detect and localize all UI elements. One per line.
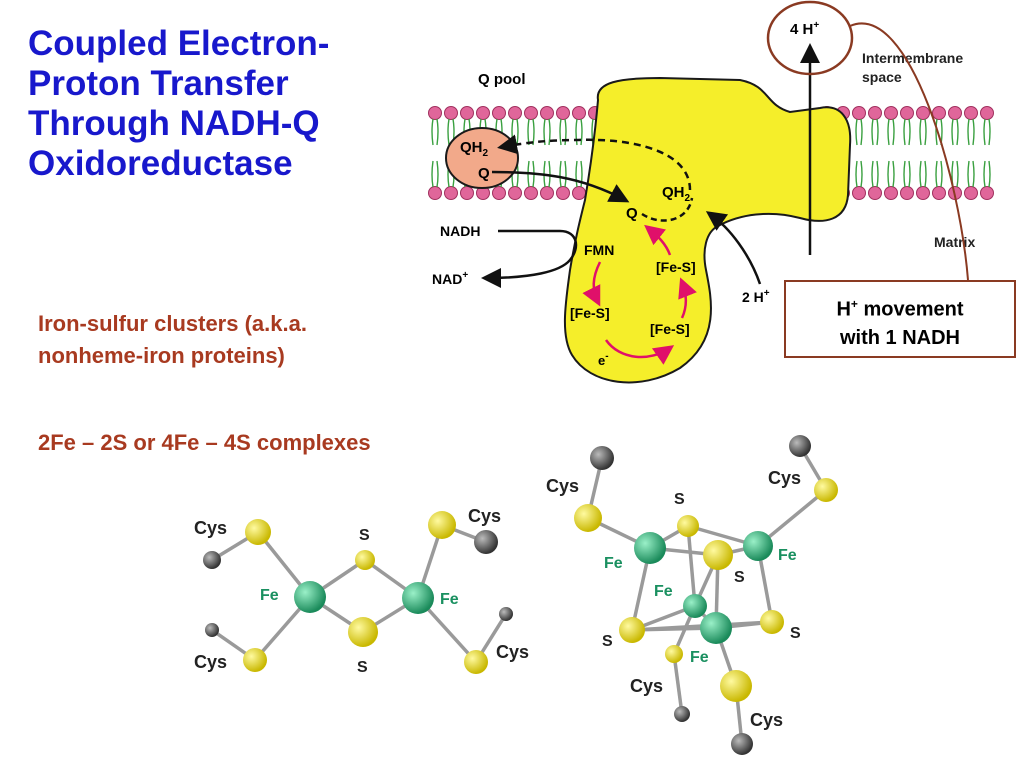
label-cys-top-right: Cys (468, 506, 501, 526)
label-fe-right: Fe (440, 591, 459, 608)
iron-atom-bottom (700, 612, 732, 644)
label-cys-bottom-right: Cys (496, 642, 529, 662)
nad-label: NAD+ (432, 270, 468, 287)
qh2-return-arrow (497, 134, 692, 191)
electron-arrow-fmn (582, 261, 602, 307)
fes-lower-right-label: [Fe-S] (650, 321, 690, 337)
cys-sulfur-top-left (245, 519, 271, 545)
q-pool-molecule-label: Q (478, 165, 490, 182)
sulfur-atom-middle (703, 540, 733, 570)
qh2-pool-label: QH2 (460, 139, 489, 159)
label-fe-bottom: Fe (690, 649, 709, 666)
label-fe-right: Fe (778, 547, 797, 564)
cys-carbon-bottom-left (205, 623, 219, 637)
label-s-middle: S (734, 569, 745, 586)
qh2-site-label: QH2 (662, 184, 691, 204)
cys-carbon-top-left (203, 551, 221, 569)
bridging-sulfur-top (355, 550, 375, 570)
label-cys-bottom-right: Cys (750, 710, 783, 730)
title-line-3: Through NADH-Q (28, 104, 320, 143)
q-pool-label: Q pool (478, 71, 526, 88)
fes-upper-right-label: [Fe-S] (656, 259, 696, 275)
label-fe-left: Fe (604, 555, 623, 572)
label-s-top: S (674, 491, 685, 508)
iron-atom-left (634, 532, 666, 564)
label-s-right: S (790, 625, 801, 642)
cys-sulfur-top-right (814, 478, 838, 502)
complexes-subhead: 2Fe – 2S or 4Fe – 4S complexes (38, 430, 371, 455)
q-site-label: Q (626, 205, 638, 222)
cys-carbon-top-right (789, 435, 811, 457)
fes-lower-left-label: [Fe-S] (570, 305, 610, 321)
slide-title: Coupled Electron- Proton Transfer Throug… (28, 24, 448, 184)
label-cys-bottom-left: Cys (630, 676, 663, 696)
label-s-left: S (602, 633, 613, 650)
cys-carbon-top-right (474, 530, 498, 554)
label-fe-left: Fe (260, 587, 279, 604)
iron-sulfur-subhead: Iron-sulfur clusters (a.k.a. nonheme-iro… (38, 308, 307, 372)
electron-label: e- (598, 351, 609, 368)
callout-line-2: with 1 NADH (840, 326, 960, 349)
cys-sulfur-bottom-right (464, 650, 488, 674)
label-s-top: S (359, 527, 370, 544)
cys-sulfur-bottom-right (720, 670, 752, 702)
bonds-4fe (586, 445, 828, 745)
two-h-label: 2 H+ (742, 288, 770, 305)
title-line-4: Oxidoreductase (28, 144, 293, 183)
iron-atom-right (743, 531, 773, 561)
label-fe-center: Fe (654, 583, 673, 600)
cys-sulfur-bottom-left (243, 648, 267, 672)
electron-arrow-right (678, 277, 697, 319)
nadh-arrow (481, 229, 578, 288)
intermembrane-label-2: space (862, 69, 902, 85)
callout-leader-line (849, 22, 969, 281)
q-to-qh2-dashed (641, 197, 694, 222)
iron-atom-center (683, 594, 707, 618)
sulfur-atom-left (619, 617, 645, 643)
iron-atom-left (294, 581, 326, 613)
iron-atom-right (402, 582, 434, 614)
nadh-label: NADH (440, 223, 480, 239)
cluster-4fe-4s: Cys Cys Cys Cys S S S S Fe Fe Fe Fe (546, 435, 838, 755)
h-movement-callout: H+ movement with 1 NADH (784, 280, 1016, 358)
label-cys-top-left: Cys (546, 476, 579, 496)
cys-sulfur-top-right (428, 511, 456, 539)
four-h-highlight-circle (766, 0, 854, 76)
intermembrane-label-1: Intermembrane (862, 50, 963, 66)
bridging-sulfur-bottom (348, 617, 378, 647)
cys-carbon-top-left (590, 446, 614, 470)
label-cys-top-left: Cys (194, 518, 227, 538)
matrix-label: Matrix (934, 234, 975, 250)
sulfur-atom-top (677, 515, 699, 537)
electron-arrow-bottom (604, 339, 675, 365)
cys-carbon-bottom-right (731, 733, 753, 755)
two-h-arrow (705, 211, 762, 285)
complex-i-diagram: Q pool Intermembrane space Matrix QH2 Q … (427, 0, 995, 384)
q-to-site-arrow (491, 170, 630, 203)
cys-carbon-bottom-left (674, 706, 690, 722)
electron-arrow-to-q (644, 224, 672, 256)
cys-sulfur-bottom-left (665, 645, 683, 663)
subhead-line-2: nonheme-iron proteins) (38, 343, 285, 368)
fmn-label: FMN (584, 242, 614, 258)
label-s-bottom: S (357, 659, 368, 676)
cys-carbon-bottom-right (499, 607, 513, 621)
subhead-line-1: Iron-sulfur clusters (a.k.a. (38, 311, 307, 336)
cluster-2fe-2s: Cys Cys Cys Cys S S Fe Fe (194, 506, 529, 676)
title-line-2: Proton Transfer (28, 64, 289, 103)
label-cys-top-right: Cys (768, 468, 801, 488)
four-h-label: 4 H+ (790, 20, 819, 38)
sulfur-atom-right (760, 610, 784, 634)
callout-line-1: H+ movement (836, 297, 964, 321)
title-line-1: Coupled Electron- (28, 24, 330, 63)
label-cys-bottom-left: Cys (194, 652, 227, 672)
cys-sulfur-top-left (574, 504, 602, 532)
